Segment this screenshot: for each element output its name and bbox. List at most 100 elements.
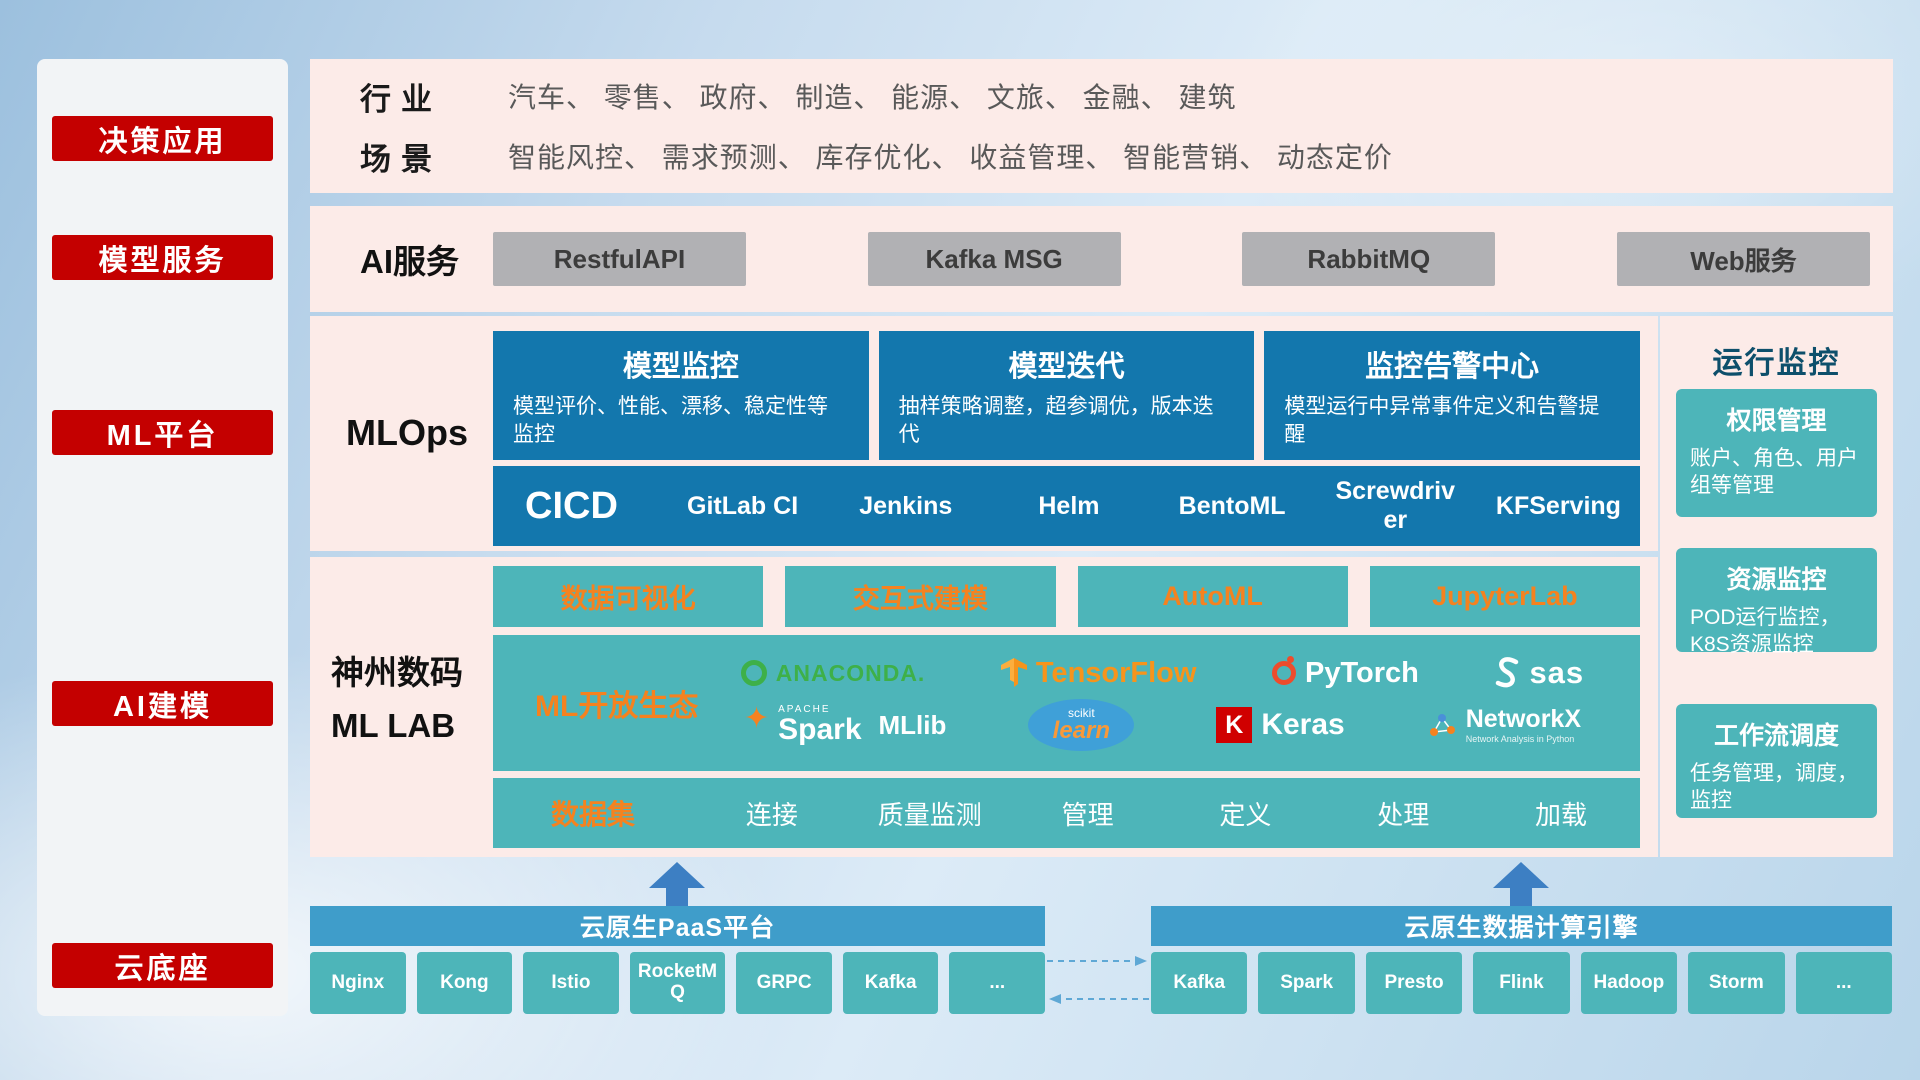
ai-service-label: AI服务 (360, 243, 459, 280)
mllib-label: MLlib (878, 709, 947, 740)
tensorflow-icon (1000, 658, 1027, 687)
dataset-item: 连接 (745, 799, 798, 830)
card-desc: 抽样策略调整，超参调优，版本迭代 (898, 395, 1214, 447)
ml-lab-label: 神州数码 ML LAB (331, 647, 463, 753)
paas-chip-rocketmq: RocketMQ (629, 952, 726, 1014)
scikit-label: scikit (1068, 706, 1095, 720)
cicd-item: KFServing (1477, 492, 1640, 521)
card-desc: 模型评价、性能、漂移、稳定性等监控 (513, 395, 828, 447)
engine-chip-kafka: Kafka (1151, 952, 1248, 1014)
cicd-item-label: Screwdriver (1335, 477, 1456, 534)
data-engine-bar: 云原生数据计算引擎 (1151, 906, 1892, 946)
ml-lab-label-line2: ML LAB (331, 706, 456, 744)
arrow-head (1493, 862, 1549, 888)
dataset-bar: 数据集 连接 质量监测 管理 定义 处理 加载 (493, 778, 1640, 848)
engine-chip-more: ... (1795, 952, 1892, 1014)
sas-icon (1496, 657, 1519, 688)
learn-label: learn (1052, 717, 1111, 744)
dataset-label: 数据集 (550, 799, 635, 830)
sidebar-item-ai-modeling: AI建模 (52, 681, 273, 726)
dataset-item: 管理 (1061, 799, 1114, 830)
spark-icon: ✦ (743, 701, 770, 735)
industry-label: 行业 (360, 81, 442, 117)
engine-chip-presto: Presto (1365, 952, 1463, 1014)
dataset-item: 处理 (1377, 799, 1430, 830)
service-chip-rabbitmq: RabbitMQ (1242, 232, 1496, 286)
card-title: 监控告警中心 (1365, 351, 1540, 383)
industry-line: 行业 汽车、 零售、 政府、 制造、 能源、 文旅、 金融、 建筑 (360, 73, 1860, 119)
networkx-wordmark: NetworkX Network Analysis in Python (1466, 705, 1581, 744)
keras-wordmark: Keras (1261, 708, 1345, 741)
tool-chip-automl: AutoML (1077, 566, 1348, 627)
cicd-item-label: GitLab CI (687, 491, 799, 520)
arrow-head (649, 862, 705, 888)
logo-row: ANACONDA. TensorFlow PyTorch (703, 655, 1622, 691)
sidebar-item-cloud-base: 云底座 (52, 943, 273, 988)
model-iteration-card: 模型迭代 抽样策略调整，超参调优，版本迭代 (878, 331, 1255, 460)
mlops-cards: 模型监控 模型评价、性能、漂移、稳定性等监控 模型迭代 抽样策略调整，超参调优，… (493, 331, 1641, 460)
runtime-monitor-panel: 运行监控 权限管理 账户、角色、用户组等管理 资源监控 POD运行监控，K8S资… (1660, 316, 1893, 857)
tensorflow-logo: TensorFlow (1000, 656, 1197, 690)
paas-chip-grpc: GRPC (736, 952, 832, 1014)
mlops-label: MLOps (346, 412, 468, 453)
permission-mgmt-card: 权限管理 账户、角色、用户组等管理 (1676, 389, 1877, 517)
paas-chip-kafka: Kafka (842, 952, 939, 1014)
arrow-stem (1510, 888, 1532, 906)
ml-ecosystem-title: ML开放生态 (535, 690, 699, 723)
up-arrow-engine (1493, 862, 1549, 906)
cicd-bar: CICD GitLab CI Jenkins Helm BentoML Scre… (493, 466, 1640, 546)
ai-service-panel: AI服务 RestfulAPI Kafka MSG RabbitMQ Web服务 (310, 206, 1893, 312)
sidebar-item-ml-platform: ML平台 (52, 410, 273, 455)
sidebar-item-model-service: 模型服务 (52, 235, 273, 280)
dataset-item: 定义 (1219, 799, 1272, 830)
industry-list: 汽车、 零售、 政府、 制造、 能源、 文旅、 金融、 建筑 (508, 82, 1237, 113)
up-arrow-paas (649, 862, 705, 906)
tensorflow-wordmark: TensorFlow (1035, 656, 1197, 689)
spark-mllib-logo: ✦ APACHE Spark MLlib (744, 702, 947, 745)
industry-scenario-panel: 行业 汽车、 零售、 政府、 制造、 能源、 文旅、 金融、 建筑 场景 智能风… (310, 59, 1893, 193)
tool-chip-interactive-modeling: 交互式建模 (785, 566, 1056, 627)
arrow-stem (666, 888, 688, 906)
card-desc: POD运行监控，K8S资源监控 (1690, 606, 1841, 657)
service-chip-web: Web服务 (1616, 232, 1870, 286)
sas-logo: sas (1494, 655, 1584, 691)
logo-grid: ANACONDA. TensorFlow PyTorch (703, 655, 1640, 751)
dataset-item: 加载 (1535, 799, 1588, 830)
tool-chip-data-visualization: 数据可视化 (493, 566, 764, 627)
engine-chip-hadoop: Hadoop (1580, 952, 1678, 1014)
engine-chip-spark: Spark (1258, 952, 1355, 1014)
pytorch-icon (1272, 656, 1296, 685)
card-title: 模型监控 (622, 351, 739, 383)
service-chip-kafka-msg: Kafka MSG (867, 232, 1121, 286)
spark-apache-label: APACHE (778, 704, 831, 715)
cicd-item-label: Jenkins (859, 491, 953, 520)
paas-chip-nginx: Nginx (310, 952, 406, 1014)
ml-lab-panel: 神州数码 ML LAB 数据可视化 交互式建模 AutoML JupyterLa… (310, 557, 1658, 857)
alert-center-card: 监控告警中心 模型运行中异常事件定义和告警提醒 (1264, 331, 1641, 460)
model-monitoring-card: 模型监控 模型评价、性能、漂移、稳定性等监控 (493, 331, 869, 460)
card-title: 权限管理 (1726, 407, 1827, 435)
card-desc: 账户、角色、用户组等管理 (1690, 447, 1858, 498)
scenario-list: 智能风控、 需求预测、 库存优化、 收益管理、 智能营销、 动态定价 (508, 142, 1393, 173)
cicd-item: BentoML (1151, 492, 1314, 521)
scenario-line: 场景 智能风控、 需求预测、 库存优化、 收益管理、 智能营销、 动态定价 (360, 133, 1860, 179)
networkx-subtitle: Network Analysis in Python (1465, 734, 1575, 745)
cicd-label: CICD (525, 484, 618, 527)
pytorch-logo: PyTorch (1272, 656, 1419, 690)
card-desc: 任务管理，调度，监控 (1690, 762, 1858, 813)
cicd-item: GitLab CI (661, 492, 824, 521)
networkx-logo: NetworkX Network Analysis in Python (1427, 705, 1581, 744)
anaconda-logo: ANACONDA. (740, 659, 926, 687)
resource-monitor-card: 资源监控 POD运行监控，K8S资源监控 (1676, 548, 1877, 656)
spark-wordmark: APACHE Spark (778, 705, 861, 745)
engine-chip-strip: Kafka Spark Presto Flink Hadoop Storm ..… (1151, 952, 1892, 1014)
cicd-item-label: BentoML (1178, 491, 1286, 520)
anaconda-wordmark: ANACONDA. (775, 659, 926, 686)
engine-chip-storm: Storm (1688, 952, 1785, 1014)
workflow-scheduler-card: 工作流调度 任务管理，调度，监控 (1676, 704, 1877, 818)
runtime-monitor-title: 运行监控 (1712, 347, 1841, 380)
networkx-label: NetworkX (1465, 705, 1582, 734)
sidebar: 决策应用 模型服务 ML平台 AI建模 云底座 (37, 59, 288, 1016)
sidebar-item-decision-app: 决策应用 (52, 116, 273, 161)
sas-wordmark: sas (1529, 655, 1585, 690)
